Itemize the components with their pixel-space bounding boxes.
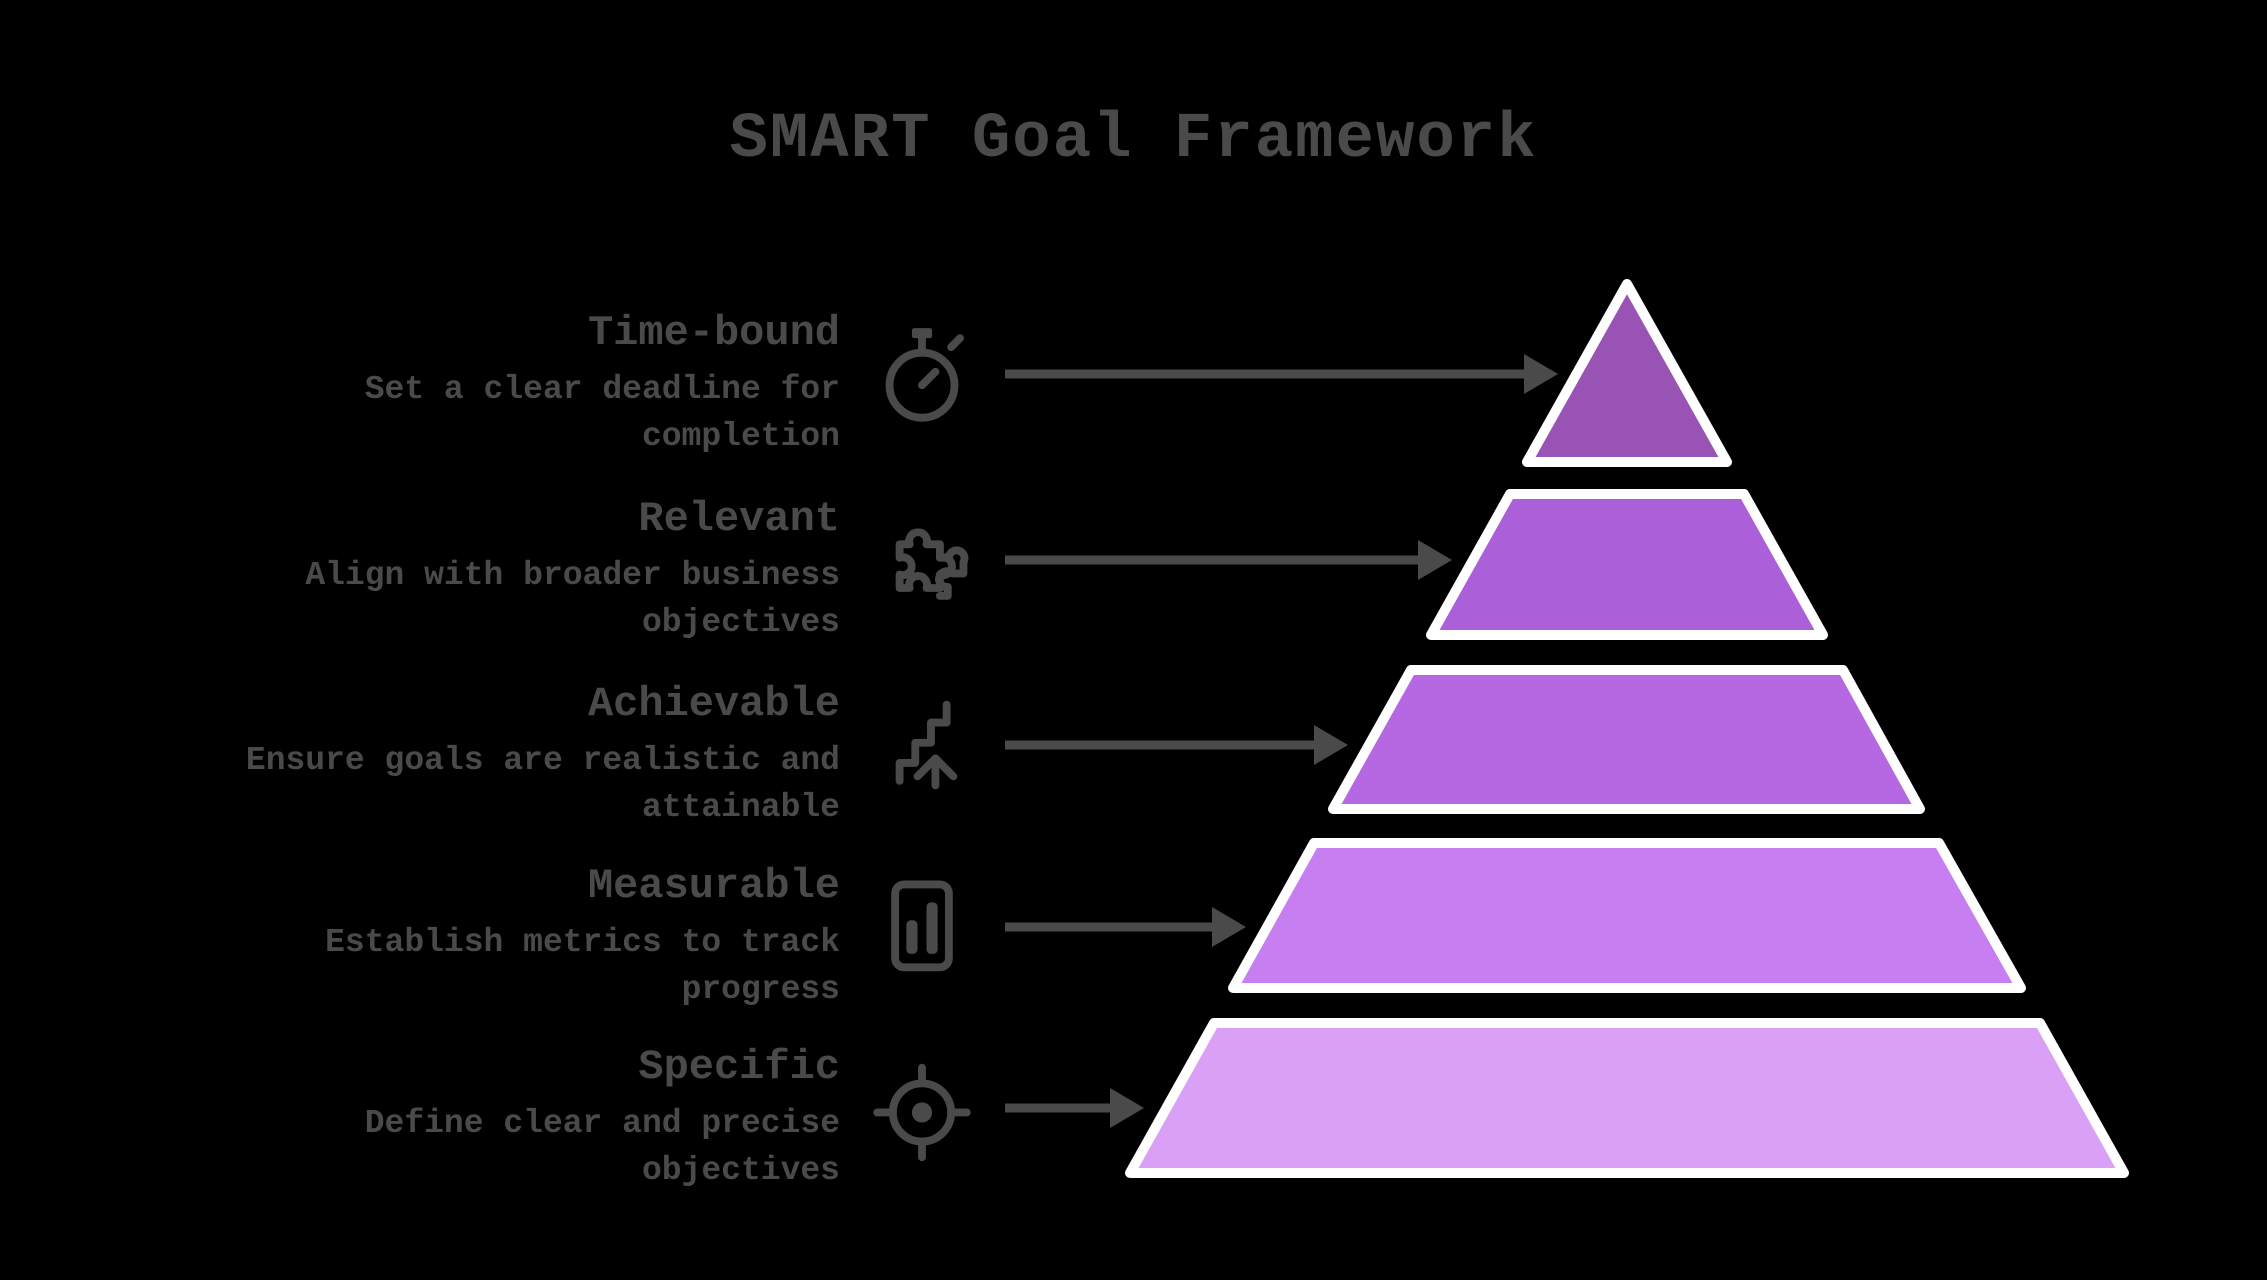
arrow-achievable (1005, 725, 1348, 765)
level-heading: Specific (638, 1043, 840, 1091)
pyramid-tier-measurable (1228, 838, 2026, 993)
page-title: SMART Goal Framework (729, 104, 1538, 176)
metrics-icon (866, 871, 978, 983)
pyramid-tier-relevant (1426, 489, 1828, 640)
arrow-specific (1005, 1088, 1144, 1128)
level-heading: Relevant (638, 495, 840, 543)
level-description: Define clear and precise objectives (364, 1105, 840, 1189)
pyramid-tier-achievable (1328, 665, 1925, 814)
level-description: Ensure goals are realistic and attainabl… (245, 742, 840, 826)
puzzle-icon (866, 504, 978, 616)
level-description: Set a clear deadline for completion (364, 371, 840, 455)
arrow-time-bound (1005, 354, 1558, 394)
target-icon (866, 1052, 978, 1164)
level-label-block: Achievable Ensure goals are realistic an… (220, 679, 840, 831)
pyramid-tier-time-bound (1522, 279, 1732, 467)
stopwatch-icon (866, 318, 978, 430)
level-description: Align with broader business objectives (305, 557, 840, 641)
pyramid-tier-specific (1125, 1018, 2129, 1178)
level-label-block: Specific Define clear and precise object… (220, 1042, 840, 1194)
level-label-block: Relevant Align with broader business obj… (220, 494, 840, 646)
level-heading: Achievable (587, 680, 840, 728)
level-description: Establish metrics to track progress (325, 924, 840, 1008)
level-label-block: Measurable Establish metrics to track pr… (220, 861, 840, 1013)
arrow-measurable (1005, 907, 1246, 947)
level-label-block: Time-bound Set a clear deadline for comp… (220, 308, 840, 460)
arrow-relevant (1005, 540, 1452, 580)
level-heading: Measurable (587, 862, 840, 910)
level-heading: Time-bound (587, 309, 840, 357)
trending-up-icon (866, 689, 978, 801)
